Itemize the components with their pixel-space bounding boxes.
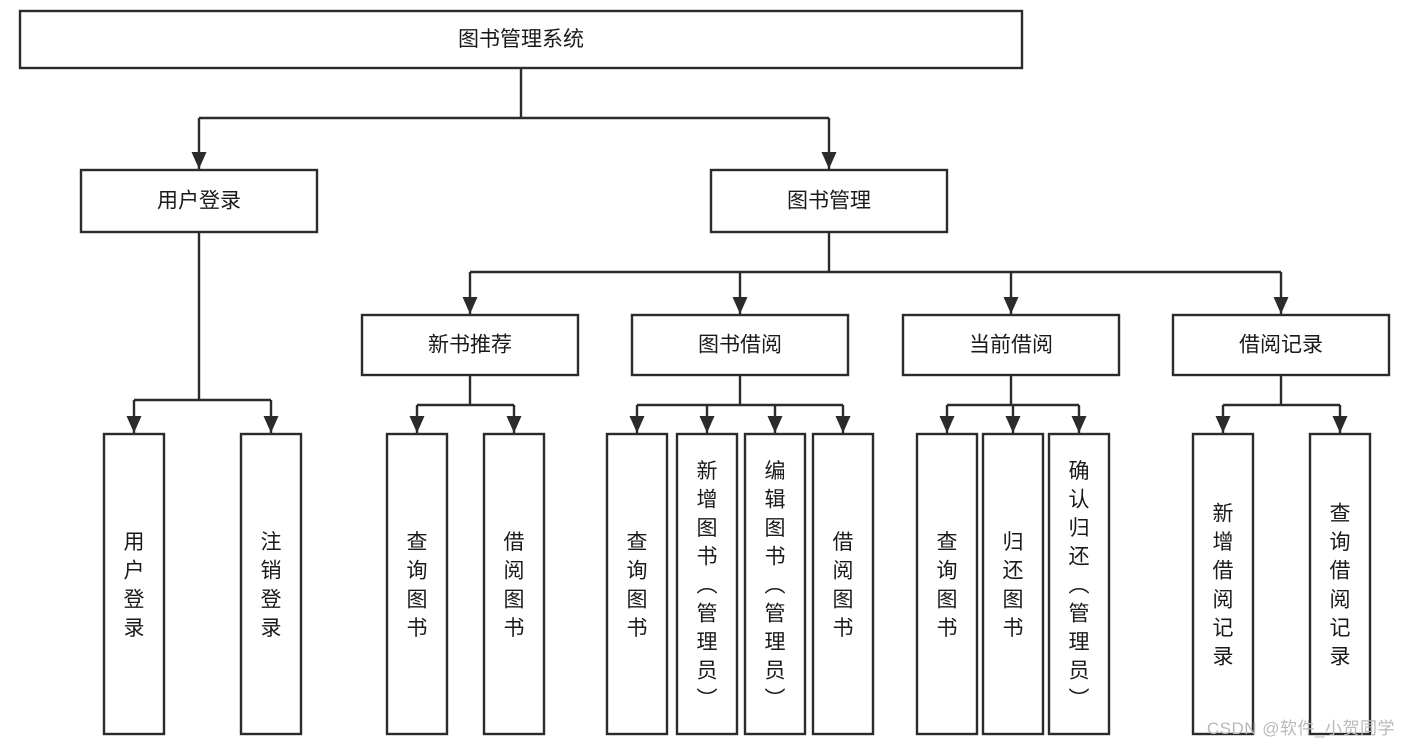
- node-leaf-query-book-borrow[interactable]: 查询图书: [605, 432, 669, 736]
- node-label-leaf-borrow-book-rec: 借阅图书: [504, 531, 525, 640]
- node-root[interactable]: 图书管理系统: [18, 9, 1024, 70]
- arrow-icon-leaf-edit-book: [767, 416, 783, 433]
- node-box-leaf-query-book-borrow[interactable]: [605, 432, 669, 736]
- edge-group-book-manage: [462, 232, 1289, 314]
- node-box-leaf-query-book-rec[interactable]: [385, 432, 449, 736]
- node-label-leaf-add-book: 新增图书︵管理员︶: [697, 460, 718, 711]
- node-box-current-borrow[interactable]: [901, 313, 1121, 377]
- node-box-book-borrow[interactable]: [630, 313, 850, 377]
- node-label-leaf-return-book: 归还图书: [1003, 531, 1024, 640]
- node-label-leaf-borrow-book: 借阅图书: [833, 531, 854, 640]
- arrow-icon-current-borrow: [1003, 297, 1019, 314]
- node-layer: 图书管理系统用户登录图书管理新书推荐图书借阅当前借阅借阅记录用户登录注销登录查询…: [18, 9, 1391, 736]
- node-label-leaf-query-record: 查询借阅记录: [1330, 503, 1351, 669]
- arrow-icon-leaf-borrow-book: [835, 416, 851, 433]
- arrow-icon-leaf-query-book-rec: [409, 416, 425, 433]
- arrow-icon-leaf-add-record: [1215, 416, 1231, 433]
- node-label-new-book-rec: 新书推荐: [428, 334, 512, 357]
- node-box-leaf-edit-book[interactable]: [743, 432, 807, 736]
- arrow-icon-leaf-return-book: [1005, 416, 1021, 433]
- connector-layer: [126, 68, 1348, 433]
- arrow-icon-leaf-user-login: [126, 416, 142, 433]
- node-label-current-borrow: 当前借阅: [969, 334, 1053, 357]
- node-book-manage[interactable]: 图书管理: [709, 168, 949, 234]
- node-leaf-add-record[interactable]: 新增借阅记录: [1191, 432, 1255, 736]
- node-leaf-user-login[interactable]: 用户登录: [102, 432, 166, 736]
- edge-group-user-login: [126, 232, 279, 433]
- node-borrow-record[interactable]: 借阅记录: [1171, 313, 1391, 377]
- node-label-user-login: 用户登录: [157, 190, 241, 213]
- node-new-book-rec[interactable]: 新书推荐: [360, 313, 580, 377]
- node-leaf-add-book[interactable]: 新增图书︵管理员︶: [675, 432, 739, 736]
- arrow-icon-leaf-borrow-book-rec: [506, 416, 522, 433]
- node-label-book-borrow: 图书借阅: [698, 334, 782, 357]
- node-leaf-confirm-return[interactable]: 确认归还︵管理员︶: [1047, 432, 1111, 736]
- node-box-borrow-record[interactable]: [1171, 313, 1391, 377]
- node-book-borrow[interactable]: 图书借阅: [630, 313, 850, 377]
- node-label-leaf-query-book-borrow: 查询图书: [627, 531, 648, 640]
- node-box-leaf-return-book[interactable]: [981, 432, 1045, 736]
- node-label-book-manage: 图书管理: [787, 190, 871, 213]
- node-label-leaf-query-book-rec: 查询图书: [407, 531, 428, 640]
- arrow-icon-leaf-add-book: [699, 416, 715, 433]
- arrow-icon-new-book-rec: [462, 297, 478, 314]
- node-label-leaf-edit-book: 编辑图书︵管理员︶: [765, 460, 786, 711]
- node-box-leaf-add-book[interactable]: [675, 432, 739, 736]
- node-leaf-query-book-rec[interactable]: 查询图书: [385, 432, 449, 736]
- node-box-leaf-add-record[interactable]: [1191, 432, 1255, 736]
- node-box-root[interactable]: [18, 9, 1024, 70]
- node-box-leaf-borrow-book-rec[interactable]: [482, 432, 546, 736]
- edge-group-root: [191, 68, 837, 169]
- node-label-leaf-confirm-return: 确认归还︵管理员︶: [1069, 460, 1090, 711]
- node-box-new-book-rec[interactable]: [360, 313, 580, 377]
- node-leaf-return-book[interactable]: 归还图书: [981, 432, 1045, 736]
- edge-group-current-borrow: [939, 375, 1087, 433]
- node-label-leaf-logout: 注销登录: [261, 531, 282, 640]
- node-box-book-manage[interactable]: [709, 168, 949, 234]
- node-leaf-logout[interactable]: 注销登录: [239, 432, 303, 736]
- node-leaf-query-record[interactable]: 查询借阅记录: [1308, 432, 1372, 736]
- node-leaf-edit-book[interactable]: 编辑图书︵管理员︶: [743, 432, 807, 736]
- node-box-leaf-user-login[interactable]: [102, 432, 166, 736]
- node-label-leaf-query-book-current: 查询图书: [937, 531, 958, 640]
- arrow-icon-leaf-query-book-borrow: [629, 416, 645, 433]
- edge-group-borrow-record: [1215, 375, 1348, 433]
- node-label-leaf-user-login: 用户登录: [124, 531, 145, 640]
- arrow-icon-borrow-record: [1273, 297, 1289, 314]
- node-current-borrow[interactable]: 当前借阅: [901, 313, 1121, 377]
- arrow-icon-book-borrow: [732, 297, 748, 314]
- arrow-icon-leaf-logout: [263, 416, 279, 433]
- node-label-root: 图书管理系统: [458, 28, 584, 51]
- node-box-leaf-confirm-return[interactable]: [1047, 432, 1111, 736]
- node-box-leaf-query-book-current[interactable]: [915, 432, 979, 736]
- node-leaf-query-book-current[interactable]: 查询图书: [915, 432, 979, 736]
- node-leaf-borrow-book[interactable]: 借阅图书: [811, 432, 875, 736]
- node-leaf-borrow-book-rec[interactable]: 借阅图书: [482, 432, 546, 736]
- edge-group-new-book-rec: [409, 375, 522, 433]
- arrow-icon-user-login: [191, 152, 207, 169]
- csdn-watermark: CSDN @软件_小贺同学: [1206, 719, 1395, 738]
- node-box-leaf-query-record[interactable]: [1308, 432, 1372, 736]
- node-box-leaf-borrow-book[interactable]: [811, 432, 875, 736]
- arrow-icon-leaf-confirm-return: [1071, 416, 1087, 433]
- node-label-borrow-record: 借阅记录: [1239, 334, 1323, 357]
- node-label-leaf-add-record: 新增借阅记录: [1213, 503, 1234, 669]
- node-user-login[interactable]: 用户登录: [79, 168, 319, 234]
- node-box-leaf-logout[interactable]: [239, 432, 303, 736]
- arrow-icon-book-manage: [821, 152, 837, 169]
- arrow-icon-leaf-query-book-current: [939, 416, 955, 433]
- edge-group-book-borrow: [629, 375, 851, 433]
- arrow-icon-leaf-query-record: [1332, 416, 1348, 433]
- node-box-user-login[interactable]: [79, 168, 319, 234]
